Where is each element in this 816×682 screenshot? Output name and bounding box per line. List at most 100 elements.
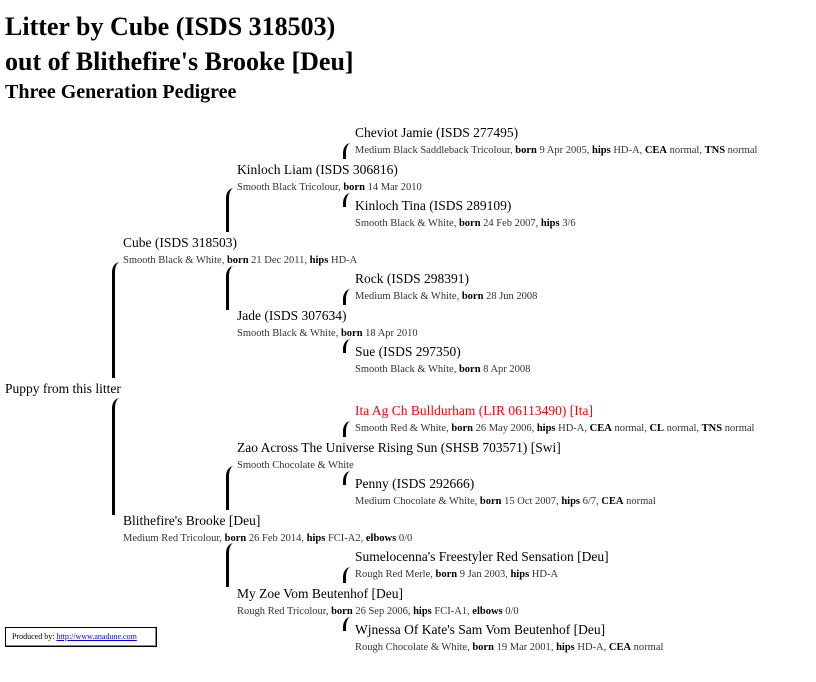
coat: Smooth Black & White [123,255,222,266]
fact-label: hips [413,606,432,617]
sire-bracket [112,262,121,378]
page-title-line1: Litter by Cube (ISDS 318503) [5,12,336,41]
coat: Rough Red Merle [355,569,431,580]
coat: Rough Chocolate & White [355,642,468,653]
dog-entry: Blithefire's Brooke [Deu]Medium Red Tric… [123,513,412,546]
fact-value: 28 Jun 2008 [486,291,538,302]
dog-details: Smooth Black & White, born 18 Apr 2010 [237,328,418,339]
fact-label: CEA [589,423,612,434]
bracket [226,266,235,310]
dog-entry: Sue (ISDS 297350)Smooth Black & White, b… [355,344,530,377]
fact-value: HD-A [558,423,585,434]
bracket [343,193,352,207]
fact-label: born [458,364,481,375]
dog-entry: Sumelocenna's Freestyler Red Sensation [… [355,549,609,582]
dog-name: Zao Across The Universe Rising Sun (SHSB… [237,440,561,455]
dog-details: Medium Black & White, born 28 Jun 2008 [355,291,538,302]
fact-label: born [226,255,249,266]
dog-name: Wjnessa Of Kate's Sam Vom Beutenhof [Deu… [355,622,606,637]
dog-name: Jade (ISDS 307634) [237,308,347,323]
fact-value: HD-A [613,145,640,156]
dog-details: Smooth Black & White, born 24 Feb 2007, … [355,218,576,229]
fact-label: TNS [704,145,726,156]
fact-label: born [515,145,537,156]
fact-label: TNS [701,423,723,434]
fact-label: hips [540,218,560,229]
fact-label: hips [309,255,329,266]
fact-value: HD-A [531,569,559,580]
fact-label: born [340,328,363,339]
fact-value: 18 Apr 2010 [365,328,418,339]
fact-value: 3/6 [562,218,576,229]
dog-name: Cube (ISDS 318503) [123,235,237,250]
page-title-line2: out of Blithefire's Brooke [Deu] [5,47,354,76]
dam-bracket [112,398,121,515]
fact-label: born [224,533,247,544]
fact-label: elbows [365,533,397,544]
dog-details: Smooth Red & White, born 26 May 2006, hi… [355,423,755,434]
produced-by-link[interactable]: http://www.anadune.com [56,632,137,641]
dog-entry: Cube (ISDS 318503) Smooth Black & White, … [123,235,357,268]
bracket [343,339,352,353]
fact-value: FCI-A1 [434,606,468,617]
fact-value: normal [666,423,697,434]
fact-label: born [479,496,502,507]
fact-value: HD-A [330,255,358,266]
fact-value: normal [724,423,755,434]
dog-entry: Kinloch Tina (ISDS 289109) Smooth Black &… [355,198,576,231]
bracket [226,543,235,587]
dog-details: Smooth Black & White, born 21 Dec 2011, … [123,255,358,266]
fact-value: 8 Apr 2008 [483,364,531,375]
fact-value: 6/7 [582,496,597,507]
dog-entry: Ita Ag Ch Bulldurham (LIR 06113490) [Ita… [355,403,754,436]
fact-label: hips [561,496,580,507]
coat: Medium Black & White [355,291,457,302]
fact-label: hips [536,423,556,434]
dog-name: Ita Ag Ch Bulldurham (LIR 06113490) [Ita… [355,403,593,418]
fact-value: normal [614,423,645,434]
fact-label: born [458,218,481,229]
bracket [343,567,352,583]
fact-label: elbows [472,606,503,617]
fact-value: normal [669,145,700,156]
fact-value: 26 Sep 2006 [355,606,408,617]
fact-label: born [331,606,353,617]
dog-entry: Cheviot Jamie (ISDS 277495)Medium Black … [355,125,757,158]
coat: Medium Red Tricolour [123,533,220,544]
dog-name: My Zoe Vom Beutenhof [Deu] [237,586,403,601]
dog-details: Medium Red Tricolour, born 26 Feb 2014, … [123,533,413,544]
fact-label: hips [592,145,611,156]
fact-value: 14 Mar 2010 [367,182,422,193]
bracket [226,466,235,510]
dog-name: Kinloch Tina (ISDS 289109) [355,198,512,213]
fact-value: 24 Feb 2007 [483,218,536,229]
puppy-label: Puppy from this litter [5,381,121,396]
fact-label: CEA [601,496,624,507]
produced-by-box: Produced by: http://www.anadune.com [5,627,157,647]
coat: Medium Chocolate & White [355,496,475,507]
coat: Smooth Black & White [355,218,454,229]
dog-entry: Zao Across The Universe Rising Sun (SHSB… [237,440,561,473]
fact-value: 21 Dec 2011 [251,255,305,266]
fact-label: born [343,182,365,193]
fact-value: 15 Oct 2007 [504,496,557,507]
dog-details: Smooth Black & White, born 8 Apr 2008 [355,364,531,375]
dog-entry: Rock (ISDS 298391)Medium Black & White, … [355,271,537,304]
fact-value: 0/0 [505,606,519,617]
bracket [343,617,352,631]
dog-details: Smooth Black Tricolour, born 14 Mar 2010 [237,182,422,193]
coat: Smooth Black Tricolour [237,182,339,193]
dog-entry: My Zoe Vom Beutenhof [Deu]Rough Red Tric… [237,586,519,619]
fact-label: born [435,569,458,580]
fact-value: FCI-A2 [327,533,361,544]
page-subtitle: Three Generation Pedigree [5,81,237,103]
coat: Medium Black Saddleback Tricolour [355,145,511,156]
fact-value: 26 May 2006 [475,423,532,434]
fact-label: hips [306,533,326,544]
fact-value: HD-A [577,642,604,653]
dog-entry: Kinloch Liam (ISDS 306816)Smooth Black T… [237,162,422,195]
dog-entry: Penny (ISDS 292666)Medium Chocolate & Wh… [355,476,656,509]
fact-value: normal [727,145,758,156]
fact-label: born [451,423,473,434]
dog-details: Medium Chocolate & White, born 15 Oct 20… [355,496,656,507]
